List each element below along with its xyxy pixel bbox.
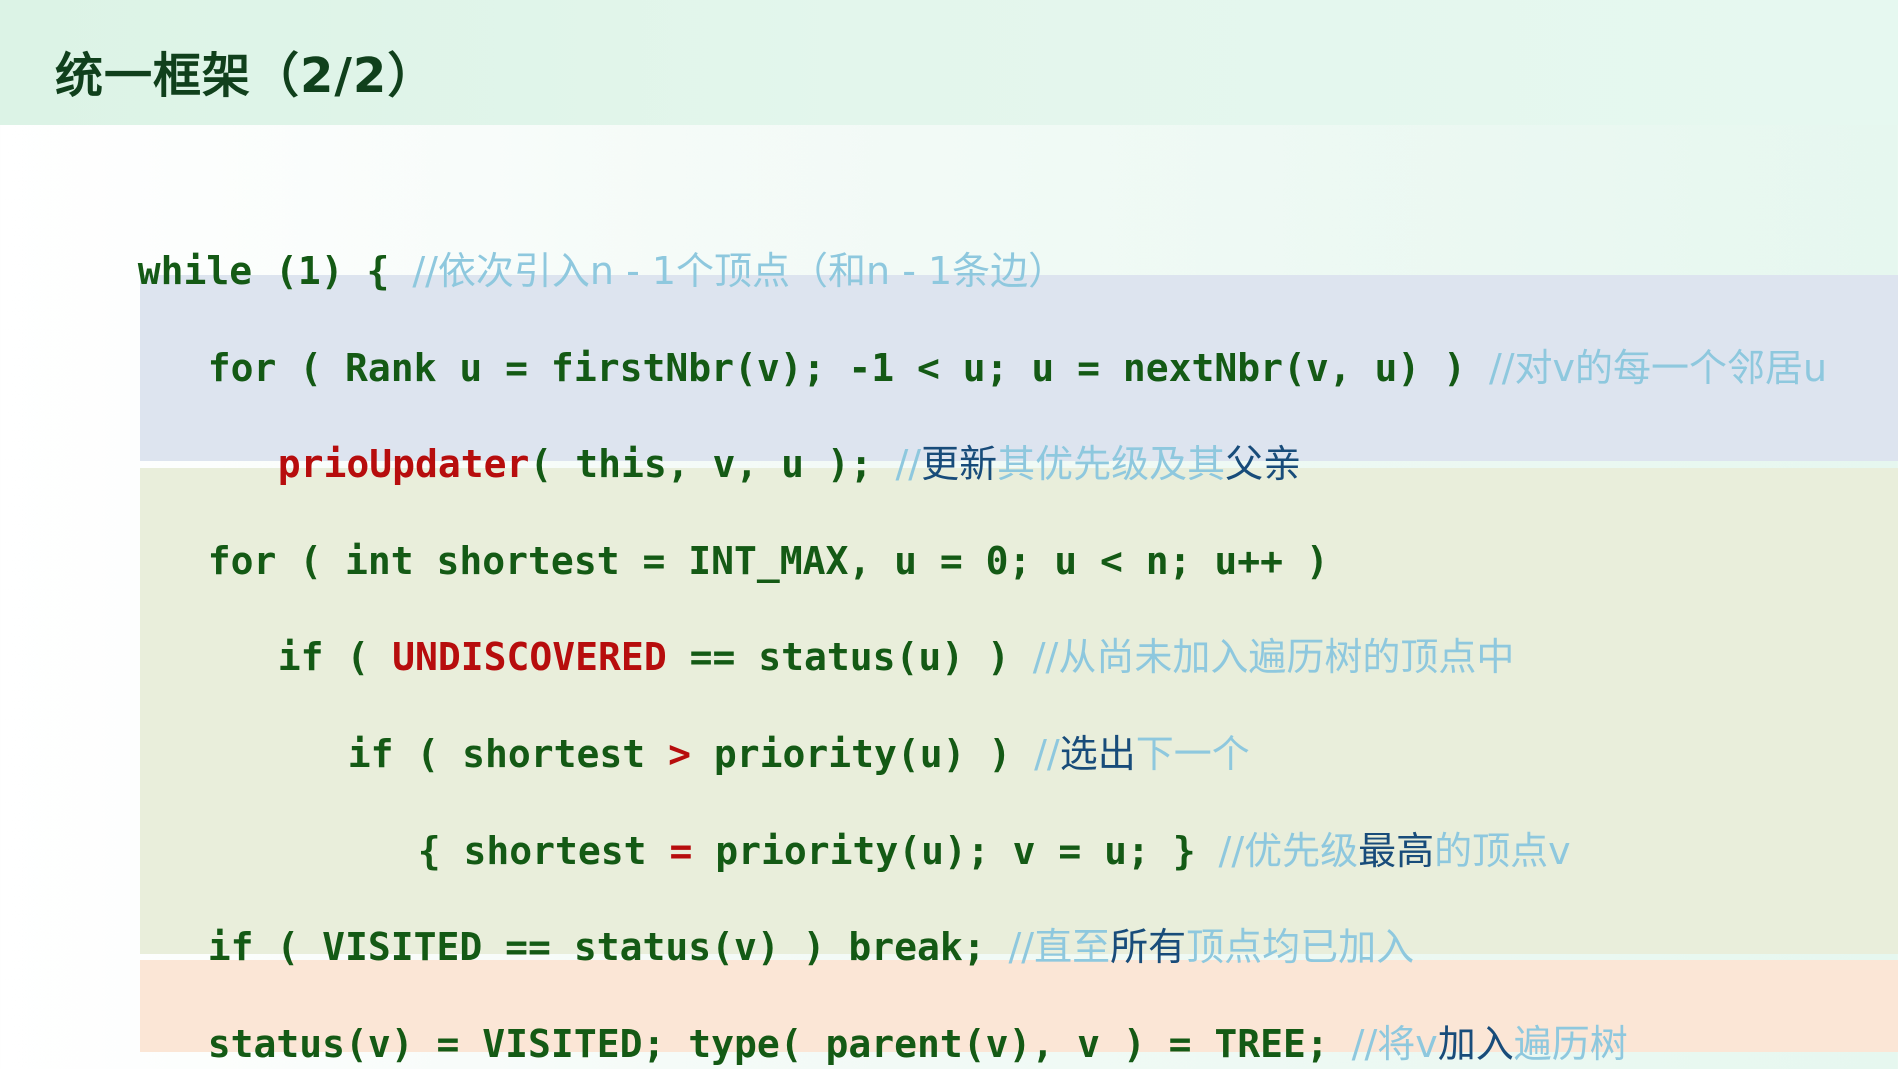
code-comment-emphasis: 选出 xyxy=(1059,732,1136,776)
code-comment-emphasis: 所有 xyxy=(1110,925,1187,969)
code-comment-emphasis: 加入 xyxy=(1437,1022,1514,1066)
code-comment: 遍历树 xyxy=(1513,1022,1628,1066)
neighbor-update-block xyxy=(140,275,1898,461)
code-comment: 下一个 xyxy=(1135,732,1250,776)
code-comment: 的顶点v xyxy=(1434,829,1571,873)
code-line-if-visited: if ( VISITED == status(v) ) break; //直至所… xyxy=(162,872,1414,972)
code-text: if ( VISITED == status(v) ) break; xyxy=(207,925,1009,969)
code-comment: //从尚未加入遍历树的顶点中 xyxy=(1032,635,1515,679)
title-bar: 统一框架（2/2） xyxy=(0,0,1898,125)
code-text: { shortest xyxy=(417,829,670,873)
code-text: == status(u) ) xyxy=(666,635,1033,679)
select-next-block xyxy=(140,468,1898,954)
code-comment: //依次引入n - 1个顶点（和n - 1条边） xyxy=(412,249,1067,293)
code-line-for-shortest: for ( int shortest = INT_MAX, u = 0; u <… xyxy=(162,486,1329,586)
code-line-assign-shortest: { shortest = priority(u); v = u; } //优先级… xyxy=(372,776,1571,876)
code-comment: //直至 xyxy=(1008,925,1111,969)
code-comment-emphasis: 最高 xyxy=(1358,829,1435,873)
code-text: ( this, v, u ); xyxy=(529,442,896,486)
code-line-prio-updater: prioUpdater( this, v, u ); //更新其优先级及其父亲 xyxy=(232,389,1301,489)
code-keyword-red: UNDISCOVERED xyxy=(392,635,667,679)
code-comment: 顶点均已加入 xyxy=(1186,925,1415,969)
code-operator-red: = xyxy=(669,829,693,873)
code-comment: //优先级 xyxy=(1218,829,1359,873)
code-line-status-visited: status(v) = VISITED; type( parent(v), v … xyxy=(162,969,1628,1069)
slide-title: 统一框架（2/2） xyxy=(55,48,437,104)
code-comment: //对v的每一个邻居u xyxy=(1488,346,1828,390)
code-text: status(v) = VISITED; type( parent(v), v … xyxy=(207,1022,1352,1066)
code-comment-emphasis: 更新 xyxy=(921,442,998,486)
code-line-if-shortest: if ( shortest > priority(u) ) //选出下一个 xyxy=(302,679,1250,779)
code-text: for ( Rank u = firstNbr(v); -1 < u; u = … xyxy=(207,346,1489,390)
code-text: while (1) { xyxy=(137,249,413,293)
code-text: priority(u) ) xyxy=(690,732,1035,776)
code-comment-emphasis: 父亲 xyxy=(1225,442,1302,486)
code-line-for-neighbors: for ( Rank u = firstNbr(v); -1 < u; u = … xyxy=(162,293,1827,393)
code-line-if-undiscovered: if ( UNDISCOVERED == status(u) ) //从尚未加入… xyxy=(232,582,1515,682)
code-comment: 其优先级及其 xyxy=(997,442,1226,486)
code-comment: // xyxy=(1034,732,1060,776)
code-text: for ( int shortest = INT_MAX, u = 0; u <… xyxy=(207,539,1329,583)
function-name: prioUpdater xyxy=(277,442,530,486)
code-comment: // xyxy=(895,442,922,486)
code-text: priority(u); v = u; } xyxy=(692,829,1219,873)
code-line-while: while (1) { //依次引入n - 1个顶点（和n - 1条边） xyxy=(92,196,1066,296)
add-to-tree-block xyxy=(140,960,1898,1052)
code-text: if ( shortest xyxy=(347,732,669,776)
code-text: if ( xyxy=(277,635,393,679)
code-operator-red: > xyxy=(668,732,691,776)
code-comment: //将v xyxy=(1351,1022,1438,1066)
